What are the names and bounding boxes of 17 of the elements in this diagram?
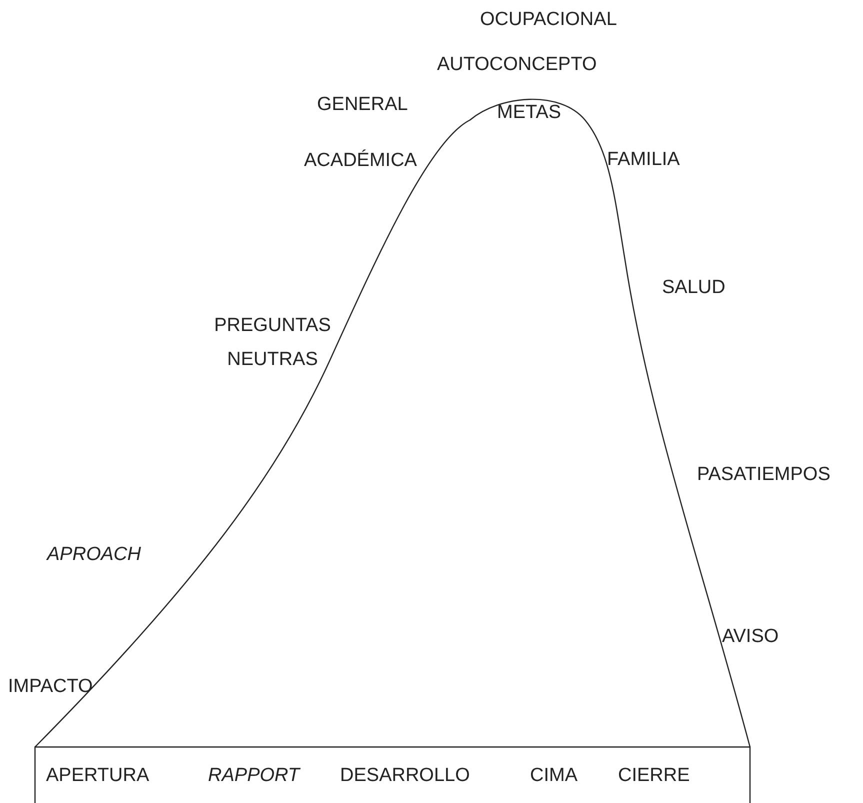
curve-label: IMPACTO <box>8 675 93 699</box>
curve-label: PASATIEMPOS <box>697 463 830 487</box>
phase-label: DESARROLLO <box>340 764 470 788</box>
phase-label: RAPPORT <box>208 764 300 788</box>
curve-label: APROACH <box>47 543 141 567</box>
curve-label: ACADÉMICA <box>304 148 417 173</box>
phase-label: APERTURA <box>46 764 150 788</box>
curve-label: PREGUNTAS NEUTRAS <box>213 314 332 372</box>
curve-label: GENERAL <box>317 93 408 117</box>
phase-label: CIERRE <box>618 764 690 788</box>
curve-label: AVISO <box>722 625 779 649</box>
curve-label: FAMILIA <box>607 148 680 172</box>
curve-label: OCUPACIONAL <box>480 8 617 32</box>
curve-label: AUTOCONCEPTO <box>437 53 597 77</box>
curve-label: SALUD <box>662 276 726 300</box>
phase-label: CIMA <box>530 764 578 788</box>
curve-label: METAS <box>497 101 562 125</box>
